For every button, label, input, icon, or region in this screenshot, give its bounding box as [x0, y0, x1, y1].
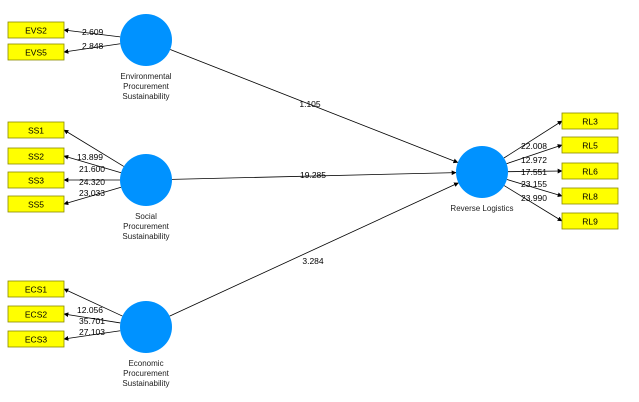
latent-label-social-line-3: Sustainability — [122, 232, 169, 241]
loading-value-ss2: 21.600 — [79, 164, 105, 174]
path-coefficient-economic-to-rl: 3.284 — [302, 256, 324, 266]
loading-value-rl9: 23.990 — [521, 193, 547, 203]
latent-label-environmental-line-1: Environmental — [120, 72, 171, 81]
path-economic-to-rl — [169, 182, 459, 317]
loading-edge-ecs3 — [63, 330, 121, 341]
loading-value-ss3: 24.320 — [79, 177, 105, 187]
loading-edge-rl9 — [503, 185, 563, 222]
loading-edge-rl8 — [506, 179, 563, 198]
latent-variable-environmental[interactable] — [120, 14, 172, 66]
indicator-box-ss1[interactable] — [7, 121, 65, 139]
indicator-label-ss5: SS5 — [28, 200, 44, 210]
indicator-box-rl9[interactable] — [561, 212, 619, 230]
indicator-box-ecs1[interactable] — [7, 280, 65, 298]
loading-edge-evs2 — [63, 28, 121, 38]
indicator-box-ecs3[interactable] — [7, 330, 65, 348]
indicator-box-ecs2[interactable] — [7, 305, 65, 323]
loading-edge-ecs1 — [63, 288, 123, 317]
latent-variable-reverse-logistics[interactable] — [456, 146, 508, 198]
edges-layer — [63, 28, 563, 341]
indicator-label-ecs1: ECS1 — [25, 285, 47, 295]
indicator-label-ecs2: ECS2 — [25, 310, 47, 320]
latent-label-environmental-line-3: Sustainability — [122, 92, 169, 101]
indicator-box-evs5[interactable] — [7, 43, 65, 61]
loading-value-rl5: 12.972 — [521, 155, 547, 165]
loading-edge-ss5 — [63, 186, 122, 206]
indicator-box-rl3[interactable] — [561, 112, 619, 130]
indicator-box-ss3[interactable] — [7, 171, 65, 189]
loading-edge-rl3 — [503, 120, 563, 159]
loading-value-ss5: 23.033 — [79, 188, 105, 198]
loading-edge-ss2 — [63, 154, 122, 174]
loading-edge-evs5 — [63, 43, 121, 54]
latent-label-social-line-1: Social — [135, 212, 157, 221]
loading-edge-ss1 — [63, 129, 125, 167]
loading-value-rl8: 23.155 — [521, 179, 547, 189]
path-coefficient-social-to-rl: 19.285 — [300, 170, 326, 180]
indicator-box-rl8[interactable] — [561, 187, 619, 205]
latent-label-social-line-2: Procurement — [123, 222, 170, 231]
loading-value-rl6: 17.551 — [521, 167, 547, 177]
loading-value-rl3: 22.008 — [521, 141, 547, 151]
indicator-label-ss1: SS1 — [28, 126, 44, 136]
latent-label-economic-line-3: Sustainability — [122, 379, 169, 388]
latent-label-economic-line-2: Procurement — [123, 369, 170, 378]
path-coefficient-environmental-to-rl: 1.105 — [299, 99, 321, 109]
indicator-label-ss3: SS3 — [28, 176, 44, 186]
loading-edge-ecs2 — [63, 312, 121, 324]
loading-value-ecs2: 35.701 — [79, 316, 105, 326]
latent-label-reverse-logistics-line-1: Reverse Logistics — [450, 204, 513, 213]
loading-edge-rl5 — [506, 144, 563, 165]
indicator-box-rl6[interactable] — [561, 162, 619, 180]
indicator-label-ecs3: ECS3 — [25, 335, 47, 345]
latent-label-environmental-line-2: Procurement — [123, 82, 170, 91]
nodes-layer — [7, 14, 619, 353]
indicator-box-evs2[interactable] — [7, 21, 65, 39]
indicator-box-rl5[interactable] — [561, 136, 619, 154]
loading-edge-rl6 — [507, 168, 563, 174]
latent-variable-social[interactable] — [120, 154, 172, 206]
loading-value-evs2: 2.609 — [82, 27, 104, 37]
indicator-label-ss2: SS2 — [28, 152, 44, 162]
indicator-label-evs2: EVS2 — [25, 26, 47, 36]
indicator-box-ss5[interactable] — [7, 195, 65, 213]
indicator-label-rl6: RL6 — [582, 167, 598, 177]
path-social-to-rl — [171, 170, 457, 180]
indicator-label-rl3: RL3 — [582, 117, 598, 127]
indicator-box-ss2[interactable] — [7, 147, 65, 165]
latent-variable-economic[interactable] — [120, 301, 172, 353]
loading-value-ss1: 13.899 — [77, 152, 103, 162]
indicator-label-evs5: EVS5 — [25, 48, 47, 58]
indicator-label-rl5: RL5 — [582, 141, 598, 151]
indicator-label-rl8: RL8 — [582, 192, 598, 202]
loading-value-evs5: 2.848 — [82, 41, 104, 51]
latent-label-economic-line-1: Economic — [128, 359, 163, 368]
loading-value-ecs1: 12.056 — [77, 305, 103, 315]
indicator-label-rl9: RL9 — [582, 217, 598, 227]
path-environmental-to-rl — [170, 49, 459, 164]
loading-value-ecs3: 27.103 — [79, 327, 105, 337]
